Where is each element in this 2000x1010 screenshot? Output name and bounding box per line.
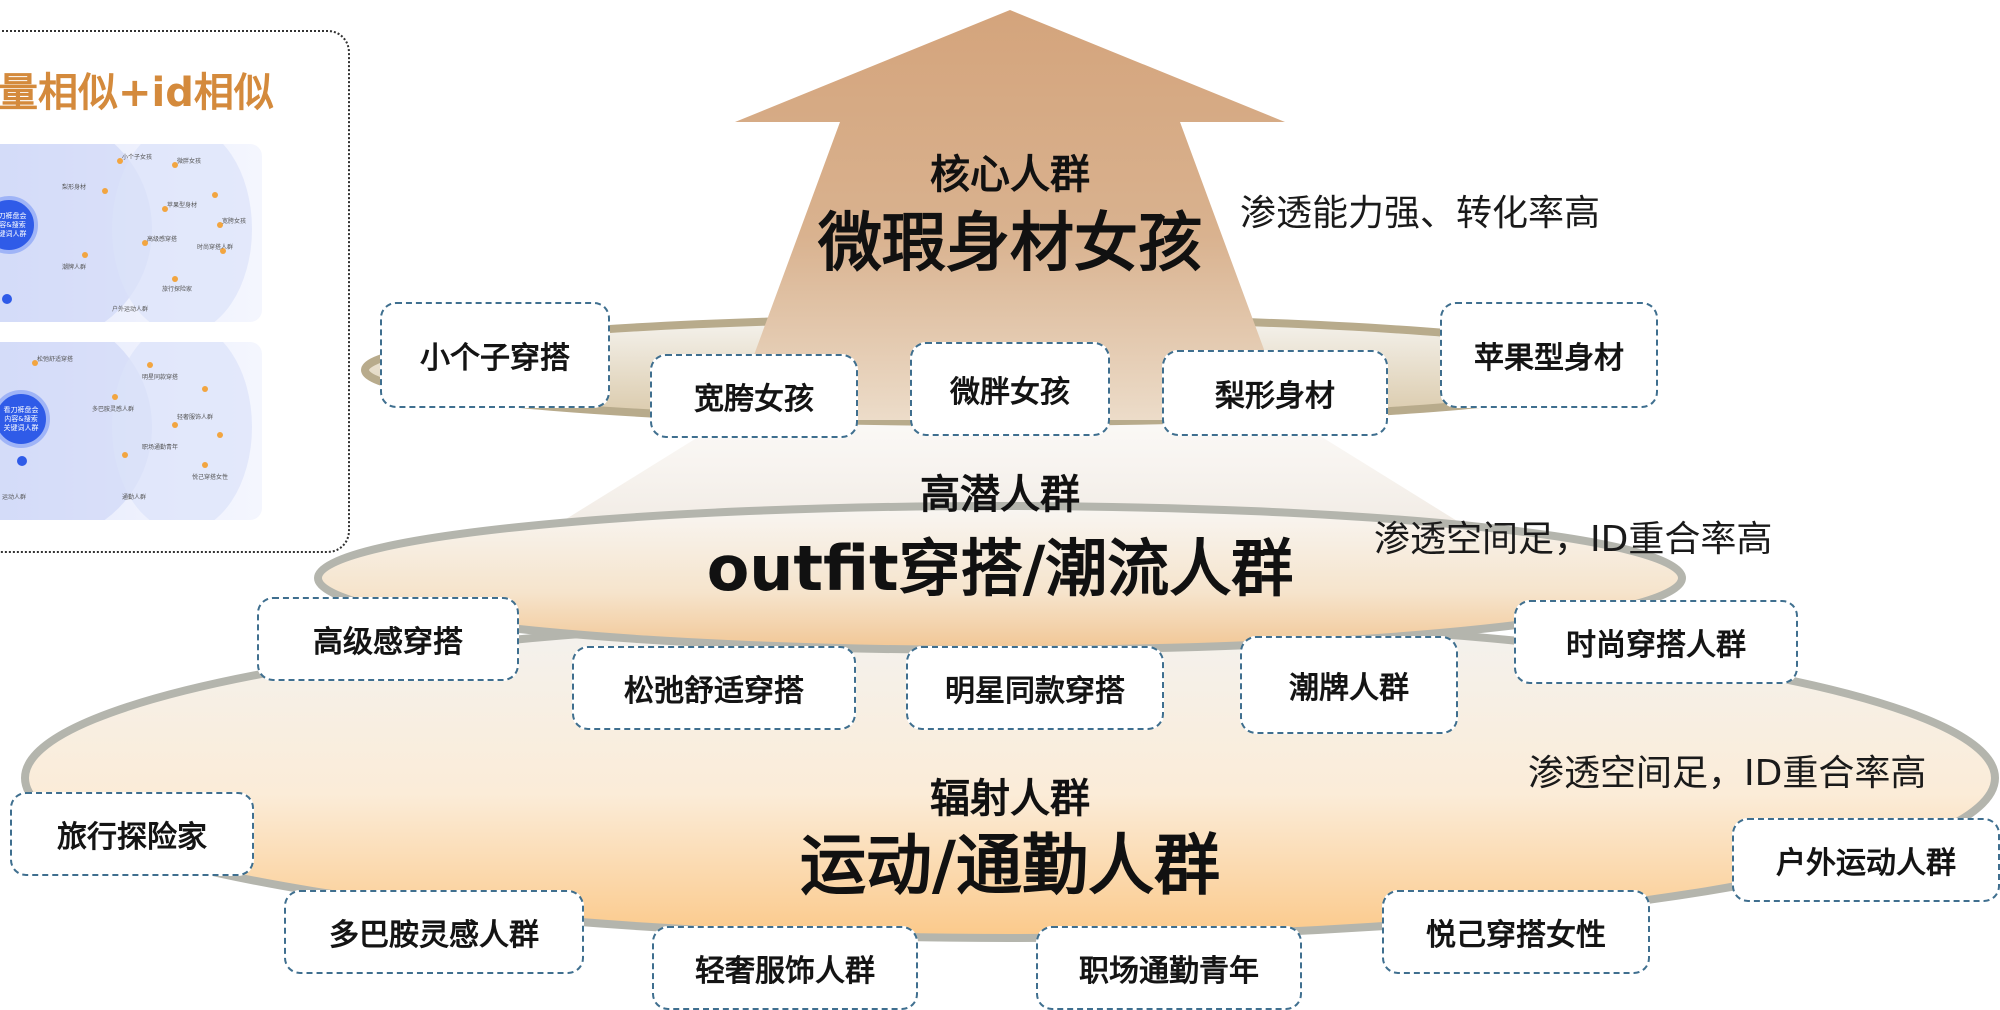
radiate-heading: 辐射人群: [930, 776, 1090, 822]
growth-arrow: [730, 10, 1290, 420]
potential-title: outfit穿搭/潮流人群: [706, 532, 1294, 605]
tag-pear-shape: 梨形身材: [1162, 350, 1388, 436]
network-graph-top: 看刀裤盘会内容&搜索关键词人群 小个子女孩 微胖女孩 梨形身材 苹果型身材 宽胯…: [0, 144, 262, 322]
similarity-panel: 量相似+id相似 看刀裤盘会内容&搜索关键词人群 小个子女孩 微胖女孩 梨形身材…: [0, 30, 350, 553]
tag-fashion-outfit: 时尚穿搭人群: [1514, 600, 1798, 684]
tag-outdoor-sports: 户外运动人群: [1732, 818, 2000, 902]
potential-heading: 高潜人群: [920, 472, 1080, 518]
potential-note: 渗透空间足，ID重合率高: [1374, 519, 1773, 560]
core-heading: 核心人群: [930, 152, 1090, 198]
network-hub: 看刀裤盘会内容&搜索关键词人群: [0, 390, 50, 448]
tag-premium-outfit: 高级感穿搭: [257, 597, 519, 681]
tag-office-commuter: 职场通勤青年: [1036, 926, 1302, 1010]
radiate-note: 渗透空间足，ID重合率高: [1528, 753, 1927, 794]
tag-trendy-brand: 潮牌人群: [1240, 636, 1458, 734]
tag-apple-shape: 苹果型身材: [1440, 302, 1658, 408]
tag-wide-hip-girls: 宽胯女孩: [650, 354, 858, 438]
tag-celebrity-style: 明星同款穿搭: [906, 646, 1164, 730]
tag-travel-explorer: 旅行探险家: [10, 792, 254, 876]
tag-dopamine-style: 多巴胺灵感人群: [284, 890, 584, 974]
tag-self-pleasing-outfit: 悦己穿搭女性: [1382, 890, 1650, 974]
tag-slightly-chubby-girls: 微胖女孩: [910, 342, 1110, 436]
core-title: 微瑕身材女孩: [818, 207, 1202, 281]
panel-title: 量相似+id相似: [0, 70, 274, 116]
radiate-title: 运动/通勤人群: [799, 827, 1221, 904]
core-note: 渗透能力强、转化率高: [1240, 193, 1601, 234]
tag-light-luxury: 轻奢服饰人群: [652, 926, 918, 1010]
network-graph-bottom: 看刀裤盘会内容&搜索关键词人群 松弛舒适穿搭 明星同款穿搭 多巴胺灵感人群 轻奢…: [0, 342, 262, 520]
tag-petite-outfit: 小个子穿搭: [380, 302, 610, 408]
tag-relaxed-outfit: 松弛舒适穿搭: [572, 646, 856, 730]
